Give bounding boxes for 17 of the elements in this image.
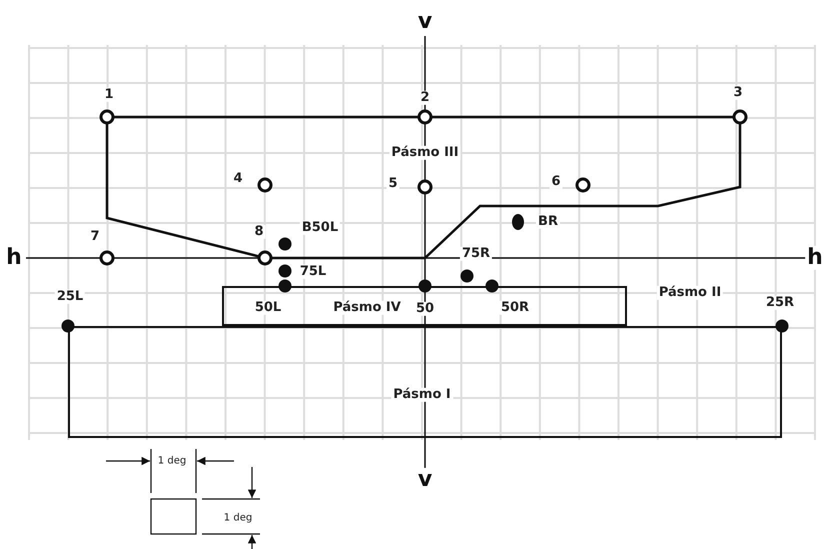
point-label: 75R <box>460 246 492 262</box>
point-label: B50L <box>300 220 340 236</box>
point-label: 25L <box>54 290 86 304</box>
point-label: 75L <box>298 264 328 280</box>
dimension-label: 1 deg <box>222 512 254 524</box>
point-number: 8 <box>252 224 266 240</box>
point-number: 5 <box>386 176 400 192</box>
zone-label: Pásmo II <box>656 286 724 300</box>
point-label: BR <box>536 214 560 230</box>
zone-label: Pásmo III <box>389 146 461 160</box>
point-label: 50L <box>252 300 284 316</box>
zone-label: Pásmo IV <box>331 300 403 316</box>
point-label: 50R <box>498 300 532 316</box>
point-number: 6 <box>549 174 563 190</box>
dimension-label: 1 deg <box>156 456 188 466</box>
zone-label: Pásmo I <box>391 388 453 402</box>
zone-outline <box>68 326 782 438</box>
